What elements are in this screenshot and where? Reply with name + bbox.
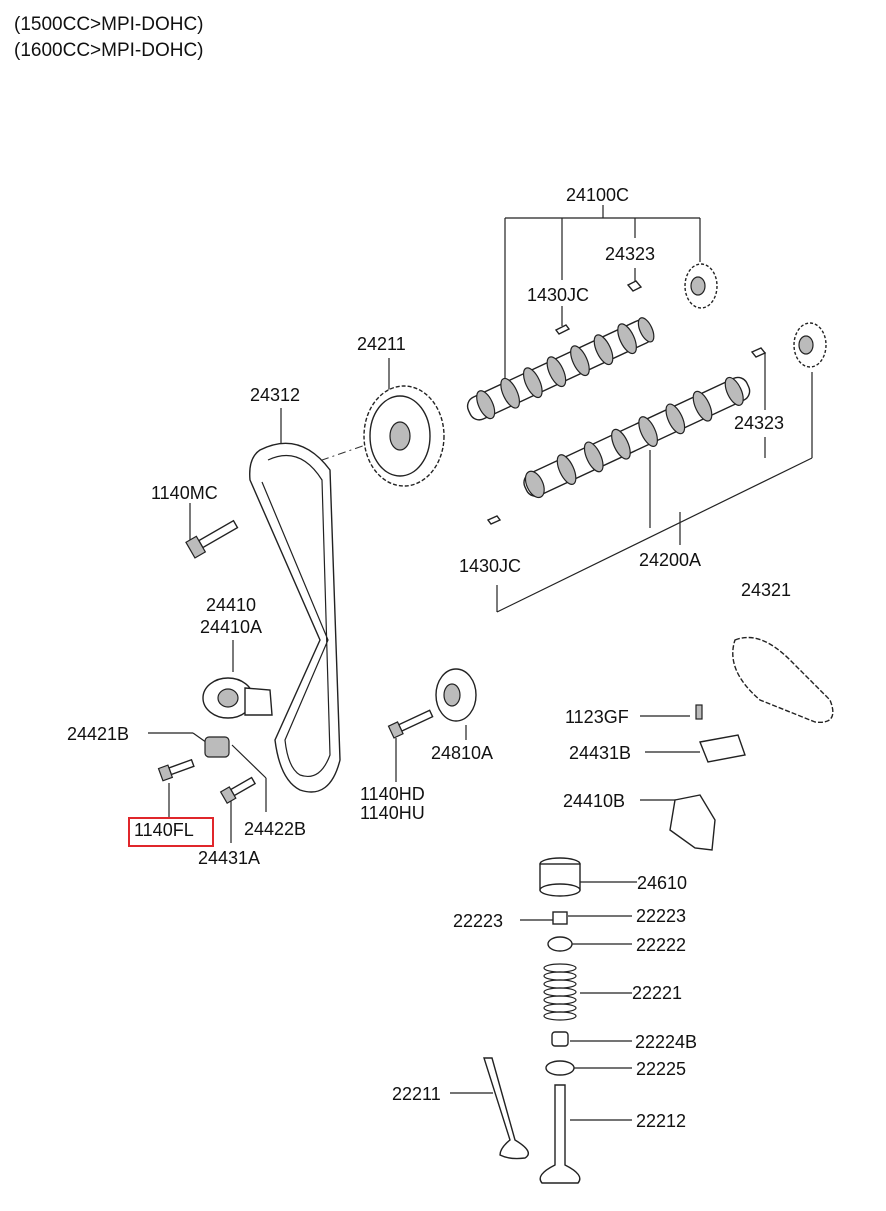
- label-chain-guide: 24431B: [569, 743, 632, 763]
- highlight-box: [128, 817, 214, 847]
- label-chain: 24321: [741, 580, 792, 600]
- label-pin-upper: 1430JC: [527, 285, 590, 305]
- engine-spec-line-2: (1600CC>MPI-DOHC): [14, 40, 204, 61]
- label-valve-exhaust: 22212: [636, 1111, 687, 1131]
- label-retainer-lock-left: 22223: [453, 911, 504, 931]
- label-idler-bolt-a: 1140HD: [360, 784, 425, 804]
- label-chain-tensioner: 24410B: [563, 791, 626, 811]
- label-valve-intake: 22211: [392, 1084, 441, 1104]
- label-spring-seat: 22225: [636, 1059, 687, 1079]
- label-tappet: 24610: [637, 873, 688, 893]
- label-retainer: 22222: [636, 935, 687, 955]
- label-bolt-sprocket: 1140MC: [151, 483, 218, 503]
- engine-spec-line-1: (1500CC>MPI-DOHC): [14, 14, 204, 35]
- label-tensioner-a: 24410: [206, 595, 257, 615]
- label-key-lower: 24323: [734, 413, 785, 433]
- label-pin-lower: 1430JC: [459, 556, 522, 576]
- label-cam-sprocket: 24211: [357, 334, 406, 354]
- label-tensioner-arm-bolt: 24422B: [244, 819, 307, 839]
- label-key-upper: 24323: [605, 244, 656, 264]
- label-tensioner-spring: 24421B: [67, 724, 130, 744]
- label-retainer-lock-right: 22223: [636, 906, 687, 926]
- label-idler: 24810A: [431, 743, 494, 763]
- label-camshaft-assy-upper: 24100C: [566, 185, 630, 205]
- label-idler-bolt-b: 1140HU: [360, 803, 425, 823]
- label-camshaft-assy-lower: 24200A: [639, 550, 702, 570]
- label-tensioner-b: 24410A: [200, 617, 263, 637]
- label-bolt-highlight: 1140FL: [134, 820, 194, 840]
- label-seal: 22224B: [635, 1032, 698, 1052]
- label-bolt-chain: 1123GF: [565, 707, 629, 727]
- label-valve-spring: 22221: [632, 983, 683, 1003]
- label-timing-belt: 24312: [250, 385, 301, 405]
- label-tensioner-bolt: 24431A: [198, 848, 261, 868]
